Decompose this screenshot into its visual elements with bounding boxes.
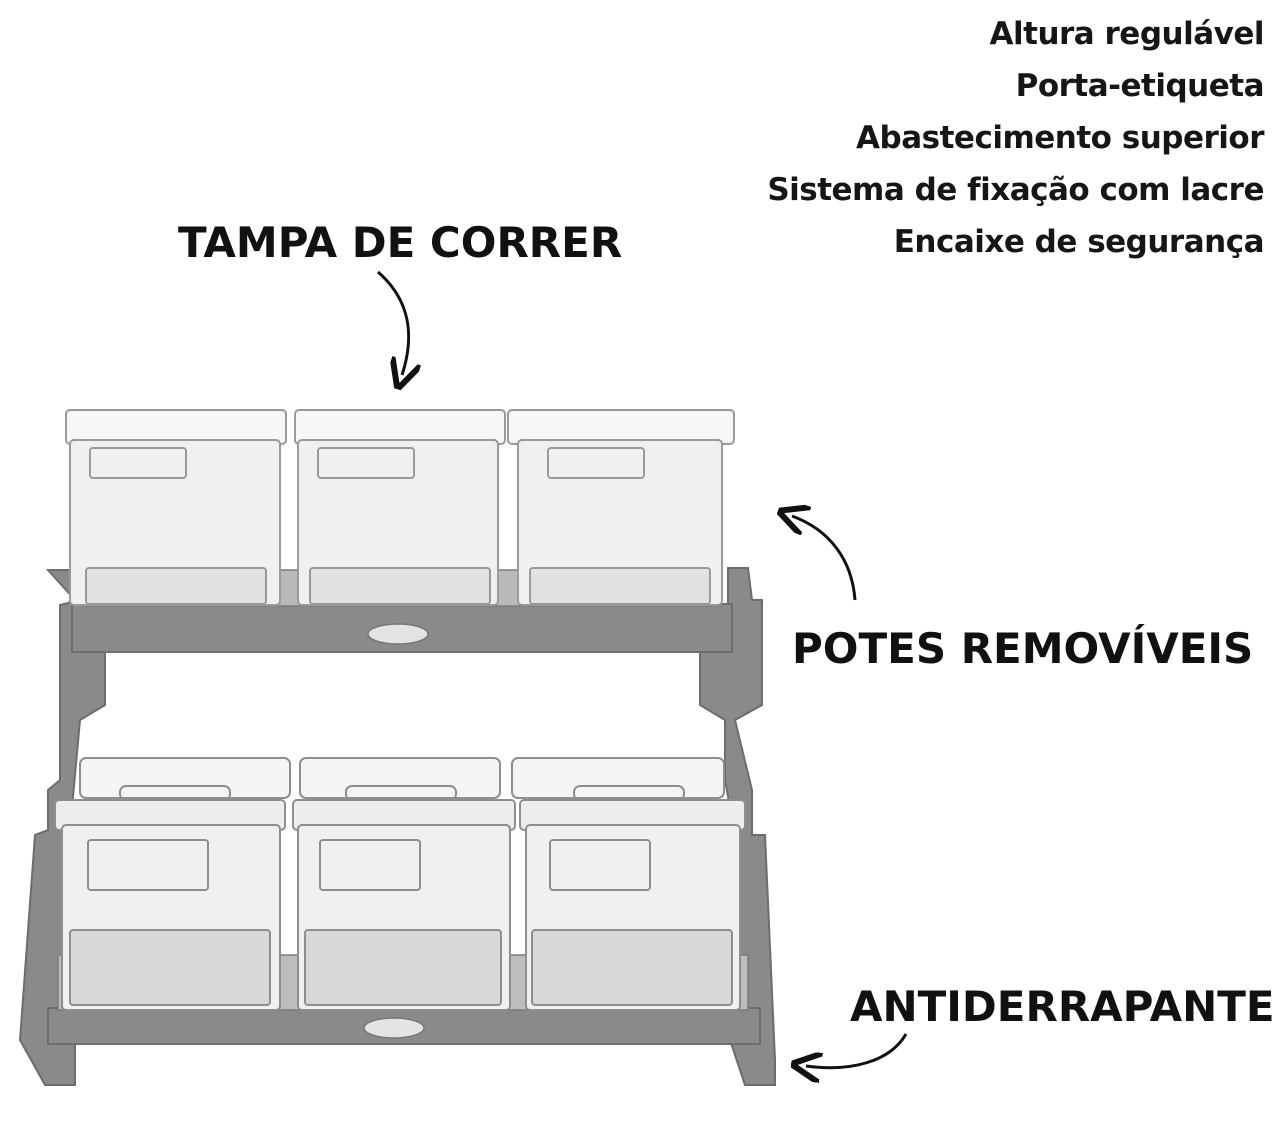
callout-sliding-lid: TAMPA DE CORRER (178, 218, 623, 267)
feature-item: Altura regulável (989, 16, 1265, 52)
arrow-tampa (377, 270, 409, 375)
brand-badge-bottom (363, 1017, 425, 1039)
feature-item: Sistema de fixação com lacre (767, 172, 1264, 208)
arrow-potes (792, 516, 857, 601)
arrow-antiderrapante (806, 1033, 908, 1068)
feature-item: Porta-etiqueta (1015, 68, 1265, 104)
feature-item: Abastecimento superior (856, 120, 1264, 156)
callout-non-slip: ANTIDERRAPANTE (850, 982, 1275, 1031)
top-row-containers (65, 409, 735, 606)
callout-removable-pots: POTES REMOVÍVEIS (792, 624, 1254, 673)
bottom-row-containers (54, 757, 746, 1011)
feature-item: Encaixe de segurança (893, 224, 1265, 260)
brand-badge-top (367, 623, 429, 645)
feature-list: Altura regulável Porta-etiqueta Abasteci… (767, 8, 1264, 268)
